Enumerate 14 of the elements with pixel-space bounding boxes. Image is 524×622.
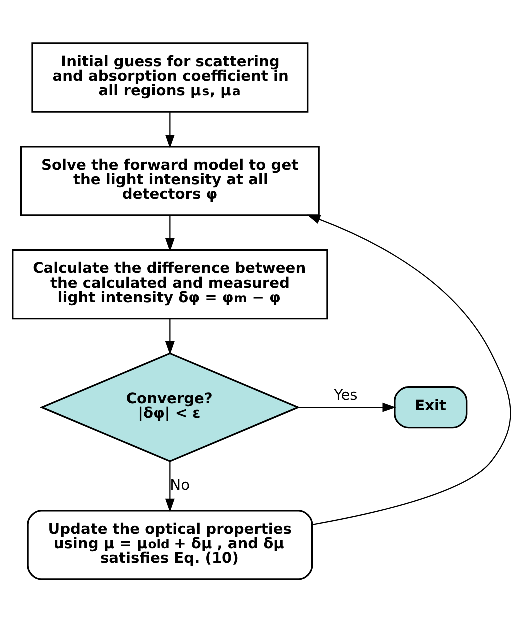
node-box: Calculate the difference between the calculated and measured light intensity δφ = φm − φ	[12, 248, 328, 320]
arrow	[165, 215, 175, 252]
arrow	[165, 461, 175, 512]
node-diamond: Converge? |δφ| < ε	[40, 352, 300, 462]
arrow	[165, 318, 175, 354]
edge-label: No	[170, 476, 190, 494]
node-box: Initial guess for scattering and absorption coefficient in all regions μs, μa	[32, 42, 309, 112]
node-box: Exit	[394, 386, 468, 428]
node-box: Update the optical properties using μ = μold + δμ , and δμ satisfies Eq. (10)	[27, 510, 314, 580]
edge-label: Yes	[334, 386, 358, 404]
arrow	[307, 214, 512, 525]
node-box: Solve the forward model to get the light intensity at all detectors φ	[20, 146, 320, 216]
arrow	[298, 402, 396, 412]
arrow	[165, 112, 175, 148]
